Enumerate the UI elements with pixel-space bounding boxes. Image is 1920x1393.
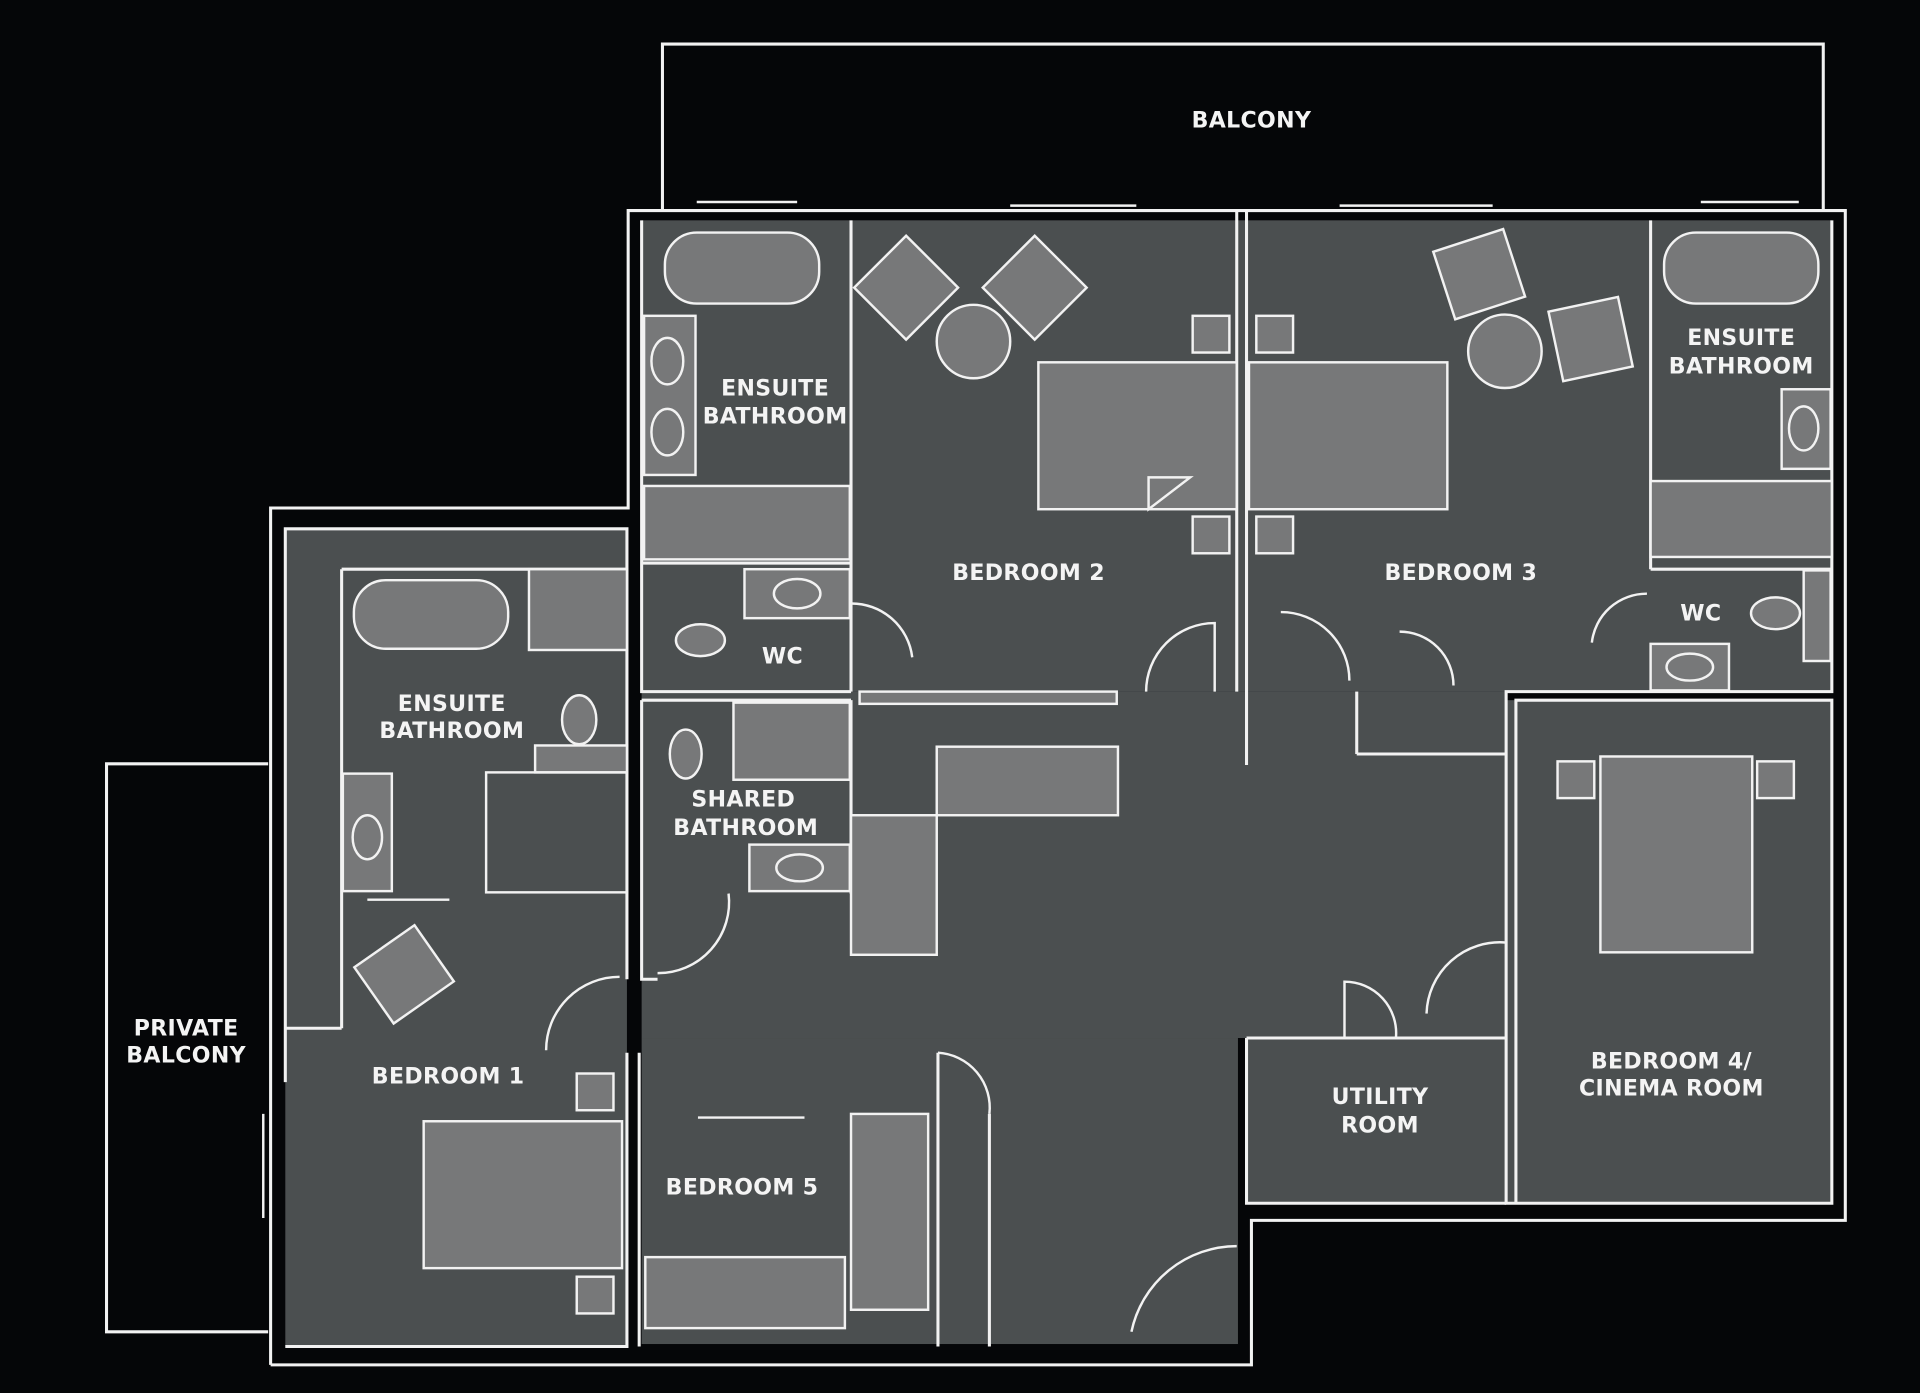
label-balcony: BALCONY xyxy=(1192,108,1312,133)
bed-icon xyxy=(1599,755,1754,954)
room-labels: BALCONY ENSUITE BATHROOM BEDROOM 2 BEDRO… xyxy=(126,108,1813,1200)
label-utility-room-2: ROOM xyxy=(1341,1113,1419,1138)
shower-icon xyxy=(642,484,852,561)
toilet-icon xyxy=(674,623,727,658)
label-shared-bathroom-2: BATHROOM xyxy=(673,816,818,841)
stairs-icon xyxy=(935,745,1120,817)
armchair-icon xyxy=(852,233,960,342)
toilet-icon xyxy=(668,728,703,780)
bed-icon xyxy=(849,1112,930,1311)
bed-icon xyxy=(422,1120,624,1270)
table-icon xyxy=(1466,313,1543,390)
shower-icon xyxy=(732,701,852,781)
label-bedroom-5: BEDROOM 5 xyxy=(666,1176,819,1201)
label-ensuite-top-left-2: BATHROOM xyxy=(703,405,848,430)
label-ensuite-top-right-2: BATHROOM xyxy=(1669,354,1814,379)
label-wc-left: WC xyxy=(762,644,803,669)
label-ensuite-left-2: BATHROOM xyxy=(379,719,524,744)
bed-icon xyxy=(1247,361,1449,511)
label-private-balcony-2: BALCONY xyxy=(126,1044,246,1069)
label-utility-room: UTILITY xyxy=(1332,1085,1430,1110)
furniture xyxy=(341,227,1834,1330)
toilet-icon xyxy=(560,694,598,746)
shower-icon xyxy=(527,567,629,652)
label-ensuite-left: ENSUITE xyxy=(398,692,506,717)
label-bedroom-4-2: CINEMA ROOM xyxy=(1579,1077,1764,1102)
bathtub-icon xyxy=(1662,231,1820,305)
shower-icon xyxy=(1649,479,1834,559)
table-icon xyxy=(935,303,1012,380)
label-ensuite-top-left: ENSUITE xyxy=(721,376,829,401)
floor-areas xyxy=(285,220,1832,1347)
toilet-icon xyxy=(1749,596,1802,631)
label-shared-bathroom: SHARED xyxy=(691,788,795,813)
doors xyxy=(262,200,1799,1333)
label-bedroom-1: BEDROOM 1 xyxy=(372,1064,525,1089)
label-wc-right: WC xyxy=(1680,602,1721,627)
bed-icon xyxy=(1037,361,1238,511)
bed-icon xyxy=(644,1255,847,1330)
label-bedroom-2: BEDROOM 2 xyxy=(952,561,1105,586)
label-bedroom-4: BEDROOM 4/ xyxy=(1591,1050,1753,1075)
label-bedroom-3: BEDROOM 3 xyxy=(1384,561,1537,586)
label-private-balcony: PRIVATE xyxy=(134,1017,239,1042)
bathtub-icon xyxy=(352,578,510,650)
bathtub-icon xyxy=(663,231,821,305)
label-ensuite-top-right: ENSUITE xyxy=(1687,326,1795,351)
